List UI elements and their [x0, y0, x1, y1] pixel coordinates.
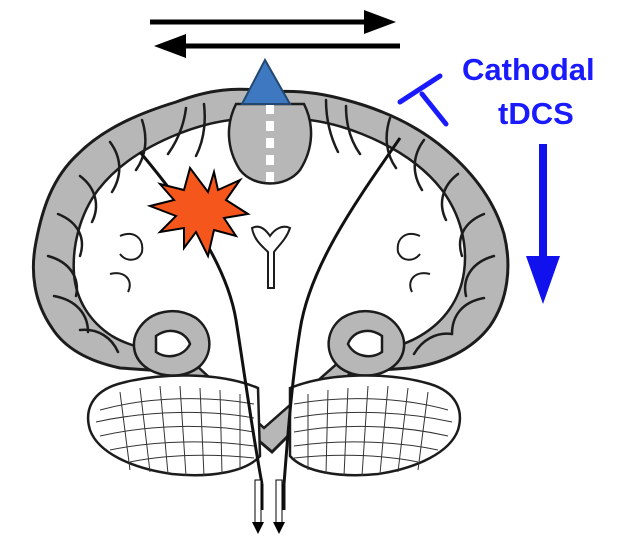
- tdcs-label: tDCS: [498, 96, 574, 131]
- cathodal-label: Cathodal: [462, 52, 595, 87]
- cerebellum-right-hemisphere: [290, 375, 460, 475]
- left-arrow-icon: [154, 34, 400, 58]
- temporal-lobe-left: [134, 311, 209, 375]
- cerebellum-left-hemisphere: [88, 375, 260, 475]
- down-arrows-icon: [252, 480, 285, 534]
- downward-arrow-icon: [526, 144, 560, 304]
- right-arrow-icon: [150, 10, 396, 34]
- triangle-source-icon: [242, 60, 290, 104]
- temporal-lobe-right: [329, 311, 404, 375]
- cathode-electrode-icon: [400, 76, 446, 124]
- horizontal-double-arrow: [150, 10, 400, 58]
